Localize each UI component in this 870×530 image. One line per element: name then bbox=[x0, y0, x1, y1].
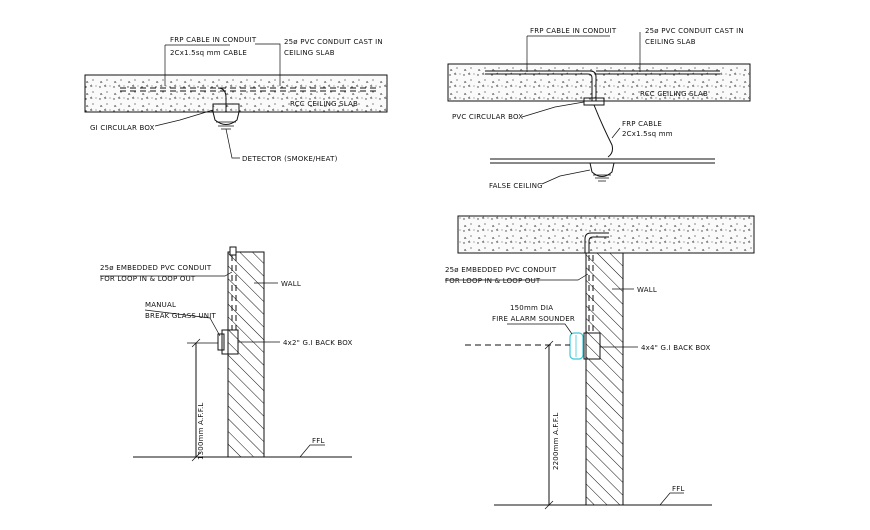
label-frp-cable: FRP CABLE IN CONDUIT bbox=[170, 36, 257, 44]
label-sounder: FIRE ALARM SOUNDER bbox=[492, 315, 575, 323]
label-gi-box: GI CIRCULAR BOX bbox=[90, 124, 155, 132]
label-pvc-conduit-right: 25ø PVC CONDUIT CAST IN bbox=[645, 27, 744, 35]
detail-top-right: FRP CABLE IN CONDUIT 25ø PVC CONDUIT CAS… bbox=[447, 27, 751, 190]
conduit-bend bbox=[584, 232, 609, 253]
leader-ffl-right bbox=[659, 492, 684, 506]
label-embedded-conduit-right: 25ø EMBEDDED PVC CONDUIT bbox=[445, 266, 557, 274]
leader-sounder bbox=[507, 323, 573, 335]
label-frp-cable-2: FRP CABLE bbox=[622, 120, 662, 128]
leader-ffl bbox=[299, 444, 325, 458]
label-embedded-conduit: 25ø EMBEDDED PVC CONDUIT bbox=[100, 264, 212, 272]
detail-bottom-left: 25ø EMBEDDED PVC CONDUIT FOR LOOP IN & L… bbox=[100, 246, 353, 462]
label-pvc-box: PVC CIRCULAR BOX bbox=[452, 113, 523, 121]
label-rcc-slab-right: RCC CEILING SLAB bbox=[640, 90, 708, 98]
label-ffl-right: FFL bbox=[672, 485, 685, 493]
label-pvc-conduit: 25ø PVC CONDUIT CAST IN bbox=[284, 38, 383, 46]
label-cable-size-right: 2Cx1.5sq mm bbox=[622, 130, 673, 138]
leader-false-ceiling bbox=[541, 169, 591, 185]
frp-cable-drop bbox=[593, 104, 613, 158]
label-frp-cable-right: FRP CABLE IN CONDUIT bbox=[530, 27, 617, 35]
label-wall-left: WALL bbox=[281, 280, 301, 288]
leader-conduit bbox=[100, 271, 233, 277]
label-false-ceiling: FALSE CEILING bbox=[489, 182, 543, 190]
detail-top-left: FRP CABLE IN CONDUIT 2Cx1.5sq mm CABLE 2… bbox=[84, 36, 388, 163]
leader-manual bbox=[144, 309, 221, 337]
detector-icon bbox=[212, 111, 240, 125]
label-sounder-dia: 150mm DIA bbox=[510, 304, 553, 312]
leader-frp-cable-2 bbox=[611, 127, 621, 139]
detail-bottom-right: 25ø EMBEDDED PVC CONDUIT FOR LOOP IN & L… bbox=[445, 215, 755, 510]
leader-conduit-right bbox=[445, 273, 589, 281]
leader-gi-box bbox=[154, 109, 214, 127]
fire-alarm-sounder bbox=[569, 332, 584, 360]
label-loop-right: FOR LOOP IN & LOOP OUT bbox=[445, 277, 541, 285]
label-height-right: 2200mm A.F.F.L bbox=[552, 412, 560, 470]
break-glass-unit bbox=[217, 333, 225, 351]
label-ffl-left: FFL bbox=[312, 437, 325, 445]
conduit-drop bbox=[217, 87, 227, 112]
label-rcc-slab: RCC CEILING SLAB bbox=[290, 100, 358, 108]
label-back-box-left: 4x2" G.I BACK BOX bbox=[283, 339, 353, 347]
conduit-top bbox=[229, 246, 237, 256]
leader-pvc bbox=[255, 43, 281, 86]
leader-pvc-box bbox=[521, 101, 585, 118]
label-pvc-conduit-2: CEILING SLAB bbox=[284, 49, 335, 57]
label-break-glass: BREAK GLASS UNIT bbox=[145, 312, 217, 320]
label-pvc-conduit-right-2: CEILING SLAB bbox=[645, 38, 696, 46]
label-cable-size: 2Cx1.5sq mm CABLE bbox=[170, 49, 247, 57]
back-box-right bbox=[583, 332, 601, 360]
label-manual: MANUAL bbox=[145, 301, 176, 309]
label-loop: FOR LOOP IN & LOOP OUT bbox=[100, 275, 196, 283]
leader-detector bbox=[225, 128, 240, 159]
wall-right bbox=[585, 252, 624, 506]
label-detector: DETECTOR (SMOKE/HEAT) bbox=[242, 155, 338, 163]
label-back-box-right: 4x4" G.I BACK BOX bbox=[641, 344, 711, 352]
slab-texture bbox=[85, 75, 387, 112]
label-wall-right: WALL bbox=[637, 286, 657, 294]
detector-icon-right bbox=[589, 162, 615, 177]
label-height-left: 1300mm A.F.F.L bbox=[197, 402, 205, 460]
